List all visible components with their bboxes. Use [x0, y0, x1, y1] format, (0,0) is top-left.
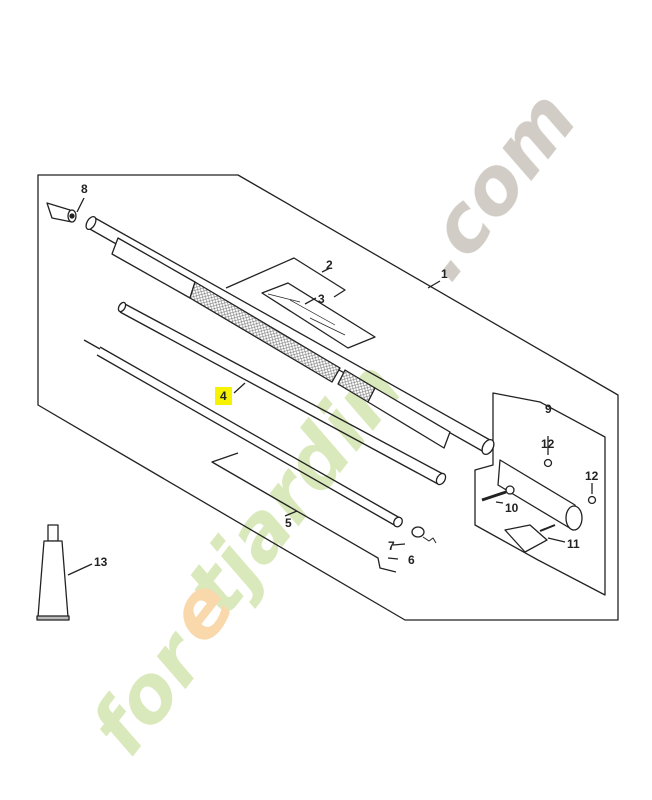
bracket-2	[225, 257, 346, 298]
bracket-6	[211, 452, 397, 573]
wing-screw-11	[504, 524, 548, 553]
frame-group-9	[474, 392, 606, 596]
screw-10	[481, 490, 507, 502]
end-plug-8	[46, 202, 77, 223]
callout-9: 9	[545, 402, 552, 416]
watermark-com: .com	[394, 75, 595, 296]
drive-tube	[85, 215, 495, 456]
grease-tube-13	[36, 524, 70, 621]
drive-shaft-5	[83, 339, 401, 527]
callout-1: 1	[441, 267, 448, 281]
inner-tube-4	[119, 302, 444, 485]
callout-13: 13	[94, 555, 108, 569]
clamp-9	[497, 459, 583, 531]
callout-12b: 12	[585, 469, 599, 483]
nut-12a	[543, 458, 553, 468]
callout-3: 3	[318, 292, 325, 306]
callout-5: 5	[285, 516, 292, 530]
bushing-7	[411, 526, 425, 538]
callout-12a: 12	[541, 437, 555, 451]
nut-12b	[587, 495, 597, 505]
frame-group-1	[37, 174, 619, 621]
callout-4-highlighted[interactable]: 4	[215, 387, 232, 405]
callout-2: 2	[326, 258, 333, 272]
callout-7: 7	[388, 539, 395, 553]
callout-6: 6	[408, 553, 415, 567]
callout-11: 11	[567, 537, 580, 551]
watermark: .com tjardin e for	[74, 75, 595, 771]
callout-8: 8	[81, 182, 88, 196]
callout-10: 10	[505, 501, 519, 515]
